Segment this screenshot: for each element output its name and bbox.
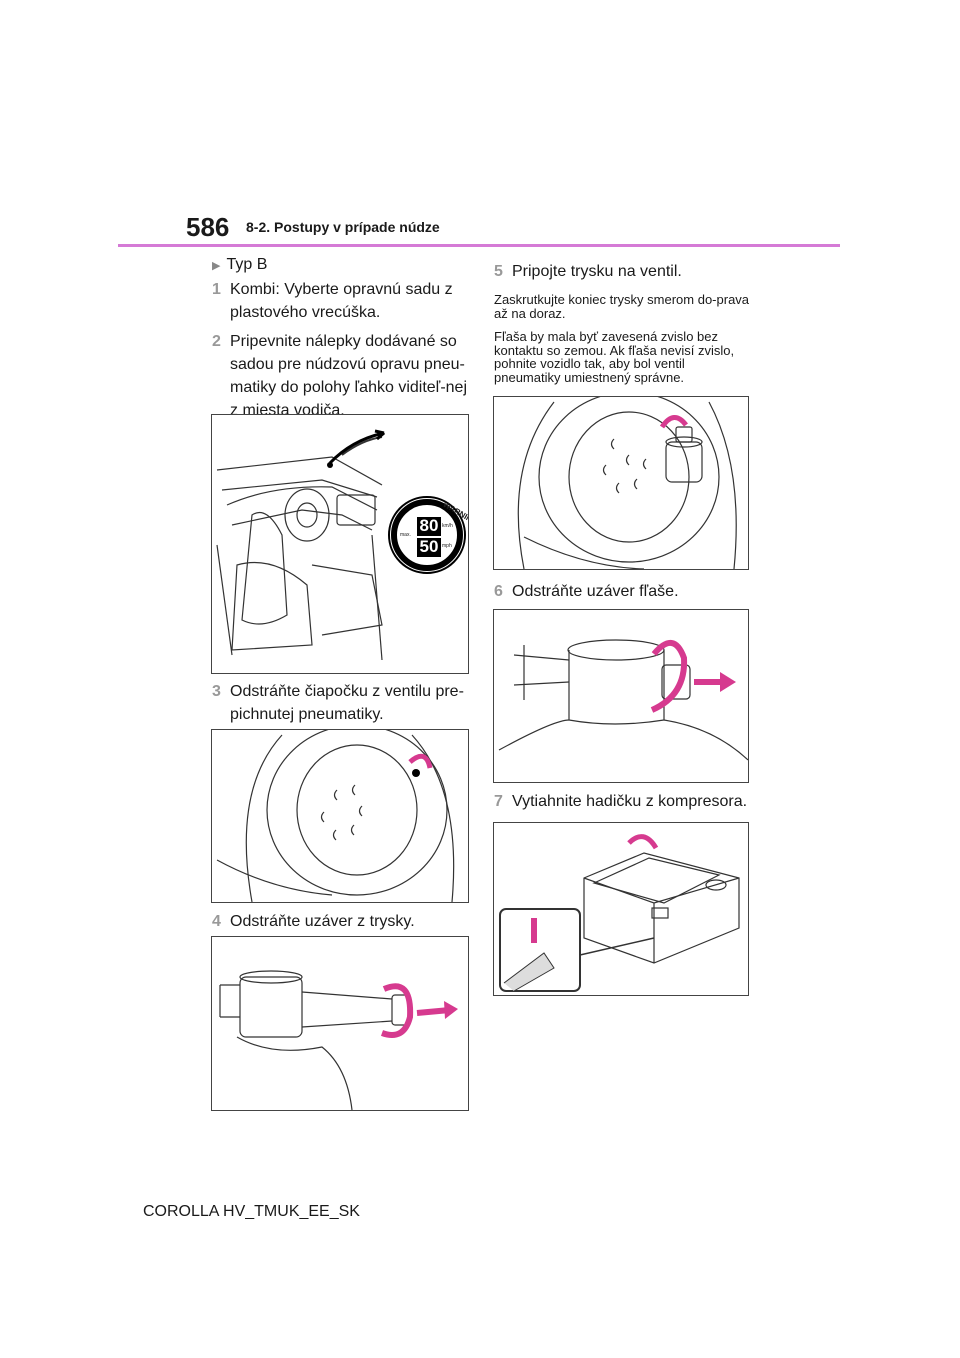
- rotate-arrow-icon: [650, 640, 688, 713]
- step-5: 5 Pripojte trysku na ventil.: [494, 260, 754, 283]
- step-text: Kombi: Vyberte opravnú sadu z plastového…: [230, 281, 453, 321]
- step-1: 1 Kombi: Vyberte opravnú sadu z plastové…: [212, 278, 472, 324]
- step-number: 3: [212, 683, 221, 700]
- sticker-value-2: 50: [419, 537, 439, 556]
- figure-connect-nozzle: [493, 396, 749, 570]
- sticker-max-label: max.: [400, 532, 411, 538]
- step-number: 7: [494, 793, 503, 810]
- bottle-cap-illustration: [498, 639, 748, 761]
- figure-car-interior: WARNING 80 50 km/h mph max.: [211, 414, 469, 674]
- figure-valve-cap: [211, 729, 469, 903]
- right-column: 5 Pripojte trysku na ventil. Zaskrutkujt…: [494, 256, 754, 390]
- rotate-arrow-icon: [380, 983, 414, 1038]
- step-number: 2: [212, 333, 221, 350]
- step-number: 4: [212, 913, 221, 930]
- step-text: Odstráňte uzáver fľaše.: [512, 583, 679, 600]
- figure-bottle-cap: [493, 609, 749, 783]
- right-column-step-6: 6 Odstráňte uzáver fľaše.: [494, 576, 754, 609]
- figure-nozzle-cap: [211, 936, 469, 1111]
- step-number: 1: [212, 281, 221, 298]
- rotate-arrow-icon: [627, 834, 659, 850]
- rotate-arrow-icon: [408, 753, 433, 769]
- figure-compressor-hose: [493, 822, 749, 996]
- step-6: 6 Odstráňte uzáver fľaše.: [494, 580, 754, 603]
- note-1: Zaskrutkujte koniec trysky smerom do-pra…: [494, 292, 750, 321]
- header-rule: [118, 244, 840, 247]
- left-column-step-3: 3 Odstráňte čiapočku z ventilu pre-pichn…: [212, 676, 472, 732]
- step-4: 4 Odstráňte uzáver z trysky.: [212, 910, 472, 933]
- left-column-step-4: 4 Odstráňte uzáver z trysky.: [212, 906, 472, 939]
- right-column-step-7: 7 Vytiahnite hadičku z kompresora.: [494, 786, 754, 819]
- bottle-on-valve-illustration: [517, 397, 737, 569]
- compressor-illustration: [499, 834, 740, 992]
- step-3: 3 Odstráňte čiapočku z ventilu pre-pichn…: [212, 680, 472, 726]
- step-text: Odstráňte uzáver z trysky.: [230, 913, 415, 930]
- sticker-value-1: 80: [419, 516, 439, 535]
- sticker-unit-2: mph: [442, 543, 452, 549]
- tire-valve-illustration: [216, 730, 455, 902]
- step-text: Vytiahnite hadičku z kompresora.: [512, 793, 748, 810]
- step-2: 2 Pripevnite nálepky dodávané so sadou p…: [212, 330, 472, 422]
- sticker-unit-1: km/h: [442, 523, 453, 529]
- arrow-pointer-icon: [328, 429, 385, 465]
- rotate-arrow-icon: [659, 415, 688, 429]
- left-column: ▶ Typ B 1 Kombi: Vyberte opravnú sadu z …: [212, 256, 472, 428]
- pull-arrow-icon: [416, 1007, 451, 1016]
- step-7: 7 Vytiahnite hadičku z kompresora.: [494, 790, 754, 813]
- triangle-marker-icon: ▶: [212, 259, 221, 272]
- step-text: Odstráňte čiapočku z ventilu pre-pichnut…: [230, 683, 464, 723]
- step-text: Pripojte trysku na ventil.: [512, 263, 682, 280]
- warning-sticker: [388, 496, 466, 574]
- step-text: Pripevnite nálepky dodávané so sadou pre…: [230, 333, 468, 419]
- type-label: Typ B: [226, 256, 268, 273]
- nozzle-illustration: [219, 970, 458, 1110]
- type-heading: ▶ Typ B: [212, 256, 472, 274]
- footer-model: COROLLA HV_TMUK_EE_SK: [143, 1203, 360, 1220]
- car-interior-illustration: [216, 429, 385, 661]
- note-2: Fľaša by mala byť zavesená zvislo bez ko…: [494, 329, 735, 385]
- section-title: 8-2. Postupy v prípade núdze: [246, 219, 440, 235]
- step-number: 6: [494, 583, 503, 600]
- page-number: 586: [186, 212, 230, 242]
- step-number: 5: [494, 263, 503, 280]
